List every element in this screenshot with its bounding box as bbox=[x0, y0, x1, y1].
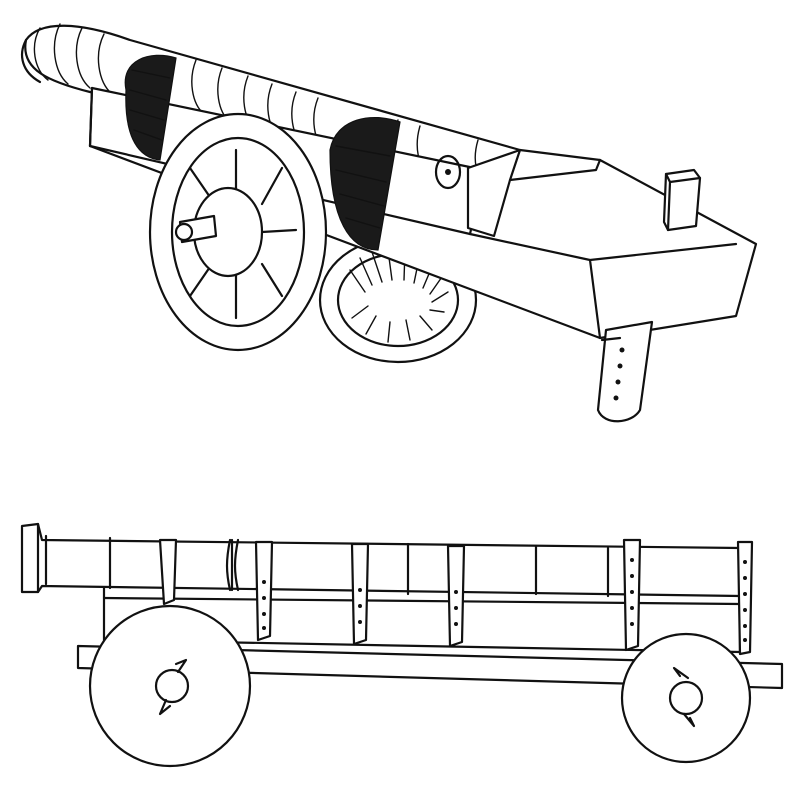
rope-lashing-front bbox=[124, 54, 177, 161]
axle-beam bbox=[76, 644, 784, 690]
rope-lashing-rear bbox=[329, 116, 401, 251]
vent-ring bbox=[434, 154, 462, 190]
side-front-wheel bbox=[88, 604, 252, 768]
cap-square bbox=[466, 148, 602, 238]
front-wheel bbox=[148, 112, 328, 352]
elevating-bracket bbox=[596, 320, 654, 423]
side-rear-wheel bbox=[620, 632, 752, 764]
iron-straps bbox=[158, 538, 754, 656]
perspective-cannon bbox=[21, 23, 758, 423]
side-elevation-cannon bbox=[20, 522, 784, 768]
rear-post bbox=[662, 168, 702, 232]
